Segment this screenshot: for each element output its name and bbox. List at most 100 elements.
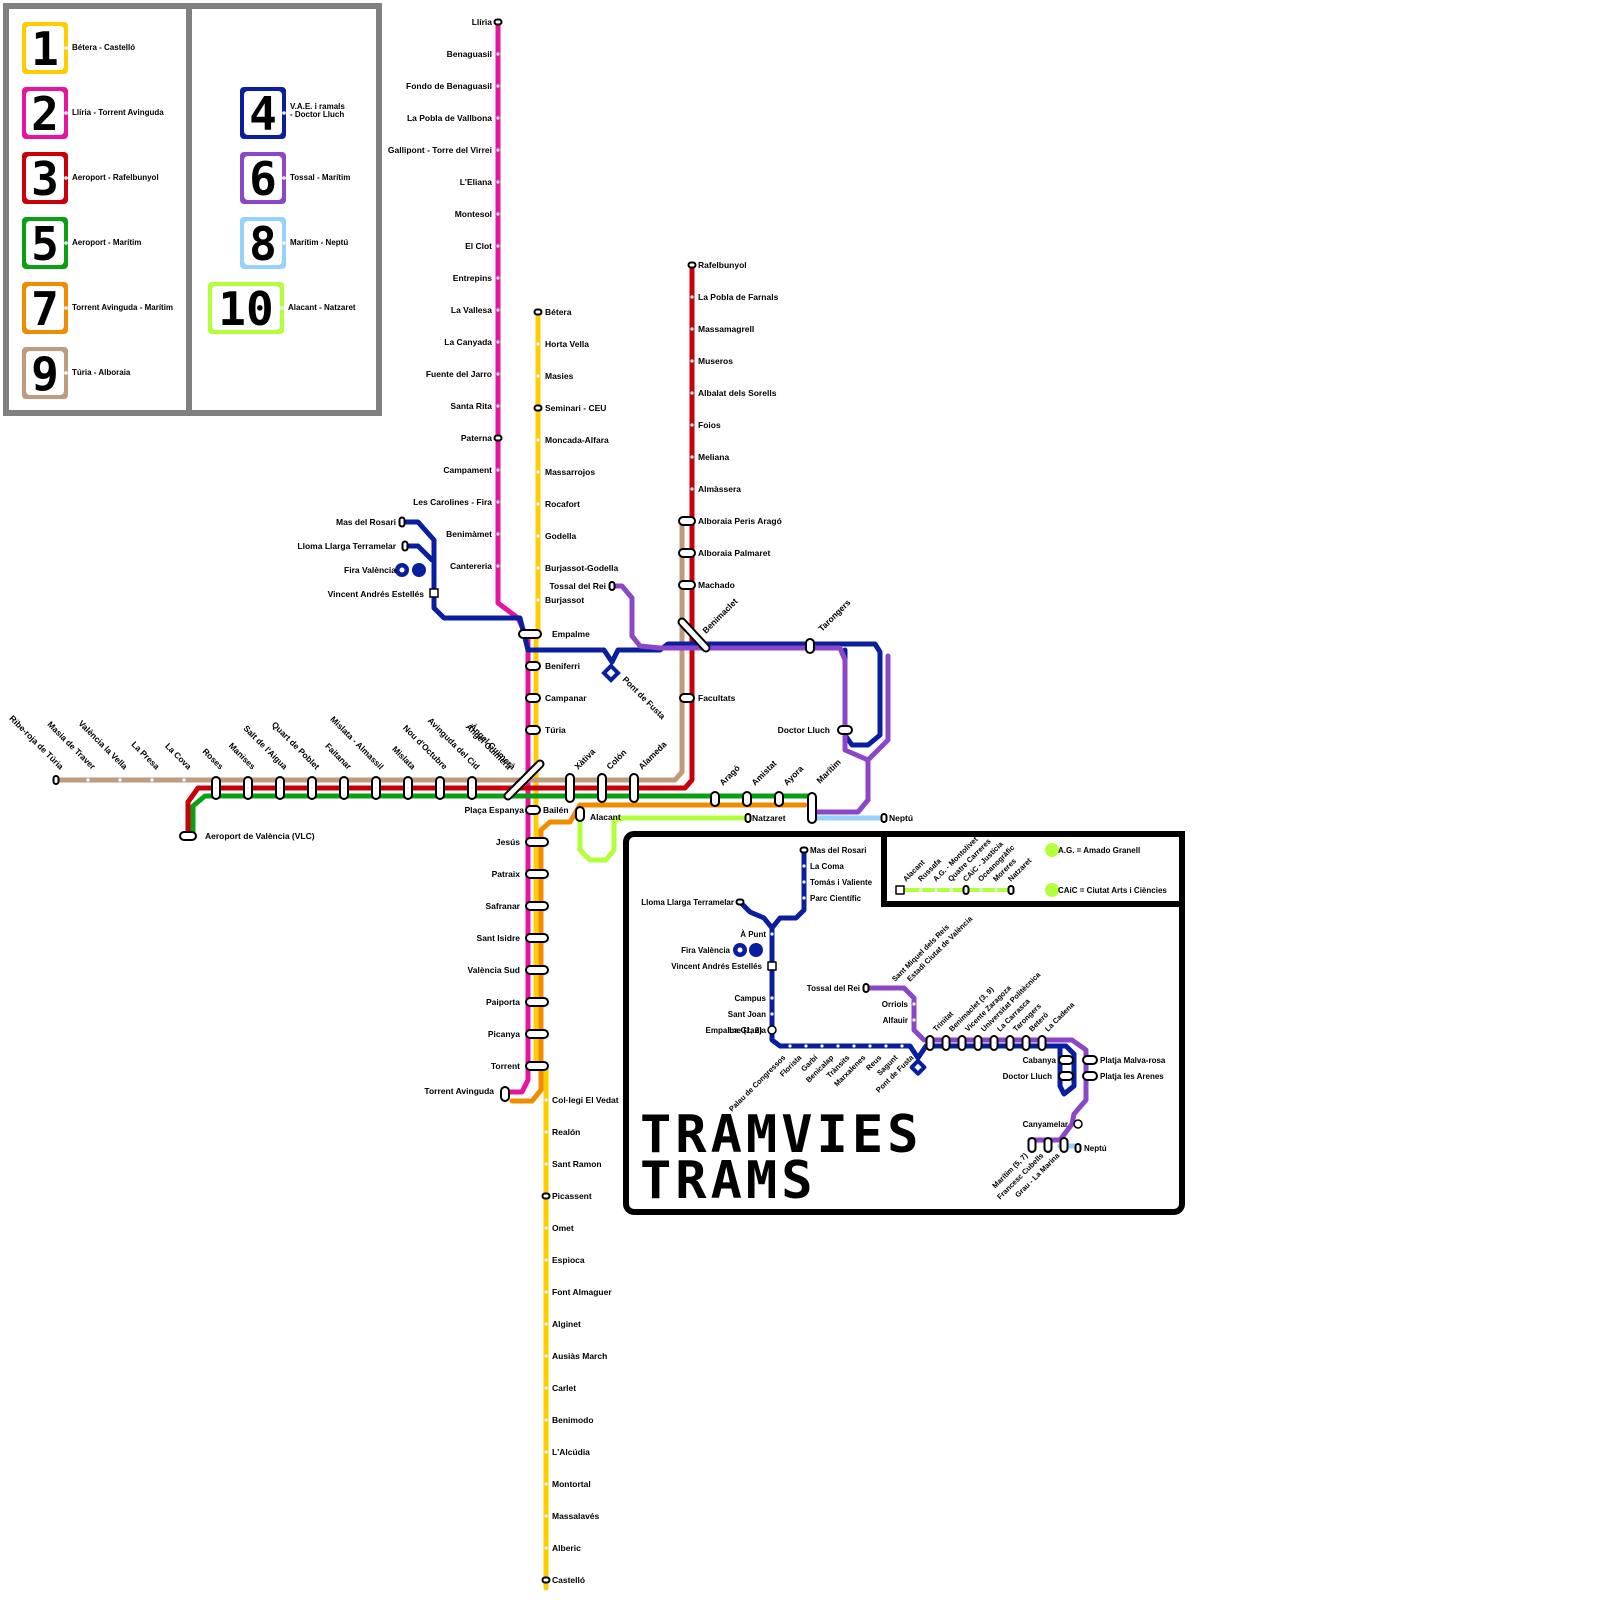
station-dot	[690, 423, 693, 426]
station-label: Mislata	[390, 744, 418, 772]
interchange-station	[526, 838, 548, 846]
station-label: Túria	[545, 725, 566, 735]
interchange-station	[543, 1194, 550, 1199]
station-dot	[544, 1354, 547, 1357]
station-dot	[496, 148, 499, 151]
interchange-station	[400, 518, 405, 527]
station-dot	[690, 455, 693, 458]
interchange-station	[526, 934, 548, 942]
legend-label: Aeroport - Rafelbunyol	[72, 173, 159, 182]
interchange-station	[801, 848, 808, 853]
interchange-station	[1076, 1144, 1081, 1152]
interchange-station	[882, 814, 887, 822]
station-label: Horta Vella	[545, 339, 589, 349]
legend-label: Tossal - Marítim	[290, 173, 350, 182]
legend-label: Bétera - Castelló	[72, 43, 135, 52]
station-label: Amistat	[749, 758, 778, 787]
station-dot	[496, 532, 499, 535]
station-label: Tarongers	[816, 597, 852, 633]
interchange-station	[964, 886, 969, 894]
interchange-station	[598, 774, 606, 802]
station-dot	[182, 778, 185, 781]
station-label: Patraix	[492, 869, 521, 879]
station-label: Alameda	[636, 739, 668, 771]
station-label: Lloma Llarga Terramelar	[297, 541, 396, 551]
station-label: Godella	[545, 531, 576, 541]
station-dot	[884, 1044, 887, 1047]
station-label: La Cova	[163, 741, 194, 772]
interchange-station	[689, 263, 696, 268]
station-dot	[536, 502, 539, 505]
station-dot	[852, 1044, 855, 1047]
station-dot	[496, 276, 499, 279]
fira-icon	[412, 563, 426, 577]
station-label: La Coma	[810, 862, 844, 871]
station-dot	[994, 888, 997, 891]
station-dot	[868, 1044, 871, 1047]
station-dot	[690, 359, 693, 362]
line-4-path	[402, 522, 880, 745]
station-dot	[804, 1044, 807, 1047]
station-label: Fuente del Jarro	[426, 369, 492, 379]
station-label: Bailén	[543, 805, 569, 815]
station-dot	[496, 52, 499, 55]
station-label: Picassent	[552, 1191, 592, 1201]
interchange-station	[526, 870, 548, 878]
station-label: Masies	[545, 371, 574, 381]
station-dot	[770, 932, 773, 935]
interchange-station	[501, 1087, 509, 1101]
station-dot	[496, 244, 499, 247]
legend-number: 8	[249, 217, 277, 271]
station-label: Fondo de Benaguasil	[406, 81, 492, 91]
interchange-station	[526, 662, 540, 670]
interchange-station	[495, 436, 502, 441]
station-label: Almàssera	[698, 484, 741, 494]
station-label: À Punt	[740, 930, 766, 939]
interchange-station	[526, 998, 548, 1006]
station-dot	[496, 308, 499, 311]
abbreviation-note: CAiC = Ciutat Arts i Ciències	[1058, 886, 1167, 895]
station-label: Burjassot-Godella	[545, 563, 618, 573]
station-label: Benimàmet	[446, 529, 492, 539]
interchange-station	[610, 582, 615, 590]
interchange-station	[711, 792, 719, 806]
station-label: Natzaret	[752, 813, 786, 823]
interchange-station	[630, 774, 638, 802]
station-dot	[690, 327, 693, 330]
station-label: Canyamelar	[1023, 1120, 1068, 1129]
station-label: Sant Joan	[728, 1010, 766, 1019]
station-dot	[912, 1018, 915, 1021]
interchange-station	[340, 777, 348, 799]
station-dot	[544, 1386, 547, 1389]
station-dot	[979, 888, 982, 891]
station-label: El Clot	[465, 241, 492, 251]
interchange-station	[743, 792, 751, 806]
station-dot	[788, 1044, 791, 1047]
station-dot	[690, 487, 693, 490]
interchange-station	[526, 902, 548, 910]
interchange-station	[737, 900, 744, 905]
interchange-station	[838, 726, 852, 734]
station-dot	[86, 778, 89, 781]
station-label: Espioca	[552, 1255, 585, 1265]
legend-label: Llíria - Torrent Avinguda	[72, 108, 164, 117]
station-label: Mas del Rosari	[336, 517, 396, 527]
station-label: Entrepins	[453, 273, 492, 283]
station-label: Mislata - Almassil	[328, 714, 385, 771]
legend-number: 1	[31, 22, 59, 76]
legend-label: Torrent Avinguda - Marítim	[72, 303, 173, 312]
station-dot	[496, 564, 499, 567]
interchange-station	[806, 639, 814, 653]
station-dot	[802, 896, 805, 899]
station-label: Torrent	[491, 1061, 520, 1071]
station-dot	[536, 374, 539, 377]
interchange-station	[543, 1578, 550, 1583]
station-dot	[802, 864, 805, 867]
station-label: Alboraia Palmaret	[698, 548, 770, 558]
station-label: Roses	[201, 746, 226, 771]
station-label: Castelló	[552, 1575, 585, 1585]
station-label: La Pobla de Vallbona	[407, 113, 492, 123]
station-label: Montesol	[455, 209, 492, 219]
interchange-station	[808, 793, 816, 823]
